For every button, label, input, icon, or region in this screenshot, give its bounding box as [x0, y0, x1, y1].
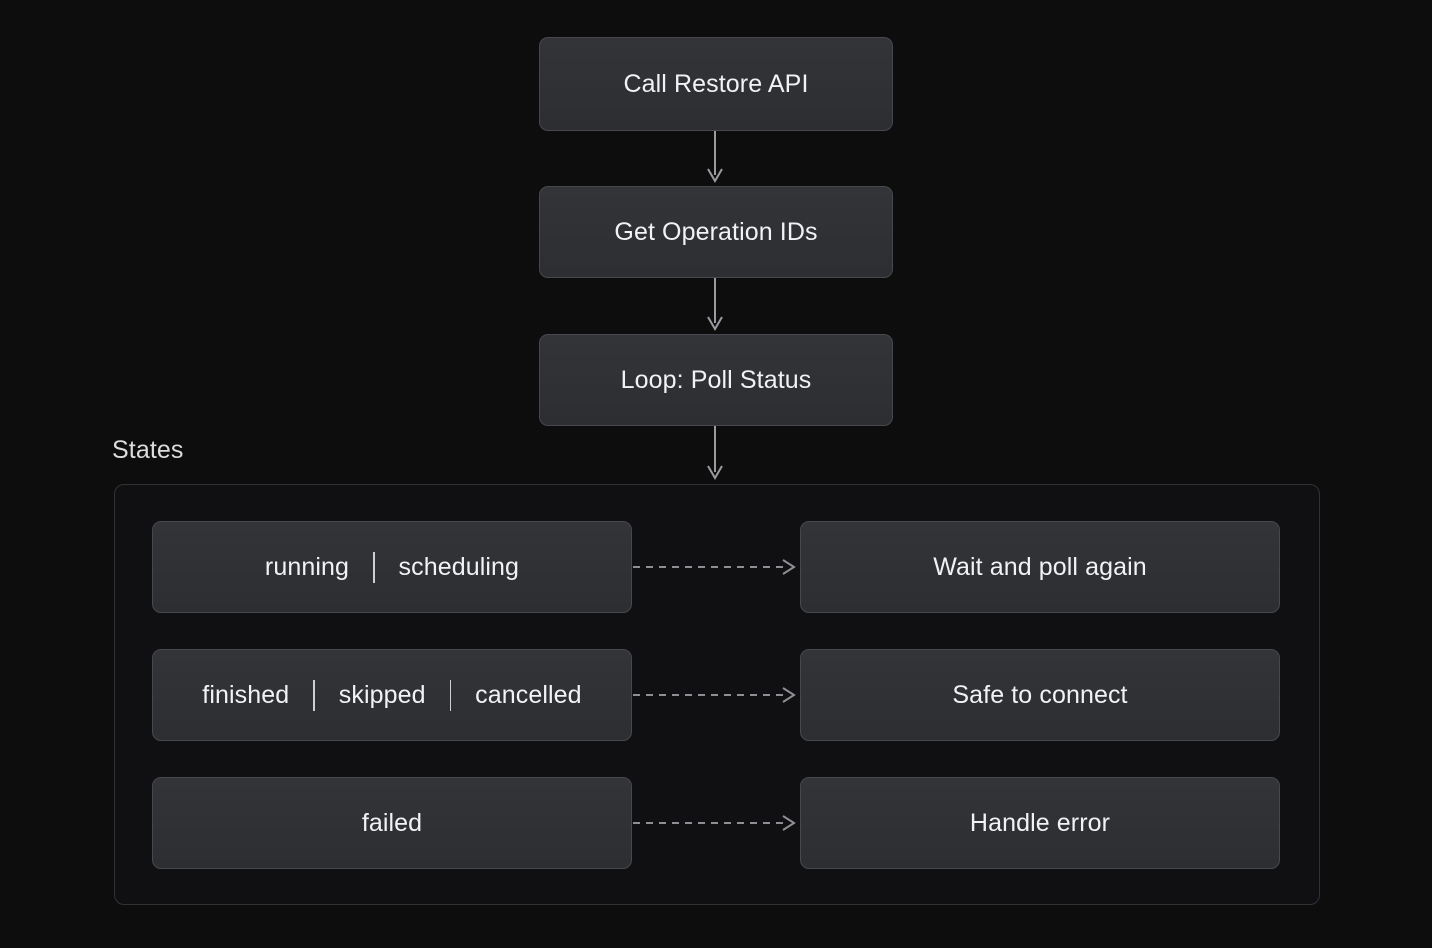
arrow-failed-to-handle [633, 813, 801, 833]
state-word: cancelled [475, 680, 582, 709]
node-state-running-scheduling[interactable]: running scheduling [152, 521, 632, 613]
state-separator [449, 679, 452, 711]
arrow-api-to-ids [700, 131, 730, 187]
node-state-finished-skipped-cancelled[interactable]: finished skipped cancelled [152, 649, 632, 741]
node-get-operation-ids[interactable]: Get Operation IDs [539, 186, 893, 278]
state-separator [313, 679, 315, 711]
arrow-finished-to-safe [633, 685, 801, 705]
arrow-ids-to-loop [700, 278, 730, 335]
subgraph-label-states: States [112, 436, 184, 464]
node-action-wait-and-poll-again[interactable]: Wait and poll again [800, 521, 1280, 613]
state-word: skipped [338, 680, 426, 709]
node-state-failed[interactable]: failed [152, 777, 632, 869]
node-action-safe-to-connect[interactable]: Safe to connect [800, 649, 1280, 741]
state-word: finished [202, 680, 290, 709]
state-separator [373, 551, 375, 583]
node-loop-poll-status[interactable]: Loop: Poll Status [539, 334, 893, 426]
arrow-loop-to-states [700, 426, 730, 484]
node-call-restore-api[interactable]: Call Restore API [539, 37, 893, 131]
node-action-handle-error[interactable]: Handle error [800, 777, 1280, 869]
state-word: failed [361, 808, 423, 837]
arrow-running-to-wait [633, 557, 801, 577]
state-word: scheduling [398, 552, 520, 581]
state-word: running [264, 552, 350, 581]
